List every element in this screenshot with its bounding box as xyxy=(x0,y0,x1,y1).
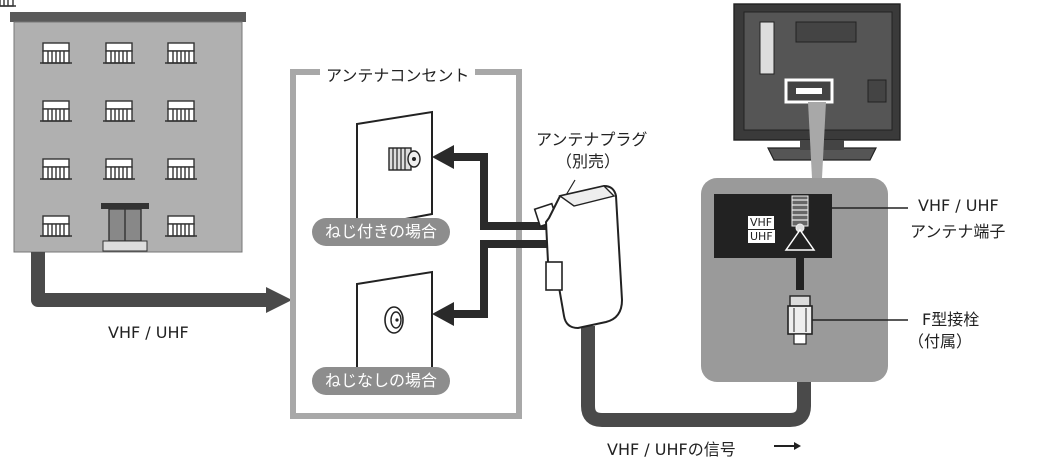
tv-back-icon xyxy=(733,3,901,161)
terminal-mark-vhf: VHF xyxy=(748,216,775,229)
cable-signal-label: VHF / UHFの信号 xyxy=(607,440,736,459)
f-connector-icon xyxy=(787,295,813,345)
insert-arrow xyxy=(796,246,804,290)
antenna-plug-icon xyxy=(533,179,624,330)
terminal-mark-uhf: UHF xyxy=(748,230,775,243)
arrowhead-plain xyxy=(432,302,454,326)
terminal-label-line2: アンテナ端子 xyxy=(910,222,1006,241)
outlet-frame-title: アンテナコンセント xyxy=(320,62,476,86)
threaded-outlet-icon xyxy=(356,110,433,230)
arrow-to-plain-outlet xyxy=(452,240,548,318)
building-signal-label: VHF / UHF xyxy=(108,323,189,342)
zoom-beam xyxy=(808,102,826,178)
connector-label-line2: （付属） xyxy=(908,332,973,351)
antenna-terminal-icon xyxy=(791,195,809,233)
tv-cable xyxy=(581,326,811,427)
arrow-to-threaded-outlet xyxy=(452,153,548,230)
building-cable xyxy=(31,252,270,307)
insert-arrowhead xyxy=(784,228,816,251)
plug-label-line1: アンテナプラグ xyxy=(536,130,648,149)
building-cable-arrowhead xyxy=(266,287,292,313)
connector-label-line1: F型接栓 xyxy=(922,310,980,329)
terminal-label-line1: VHF / UHF xyxy=(918,196,999,215)
signal-arrowhead xyxy=(794,442,801,450)
plain-case-label: ねじなしの場合 xyxy=(312,367,450,395)
plug-label-line2: （別売） xyxy=(556,152,621,171)
apartment-building-icon xyxy=(0,0,246,253)
threaded-case-label: ねじ付きの場合 xyxy=(312,218,450,246)
arrowhead-threaded xyxy=(432,145,454,169)
